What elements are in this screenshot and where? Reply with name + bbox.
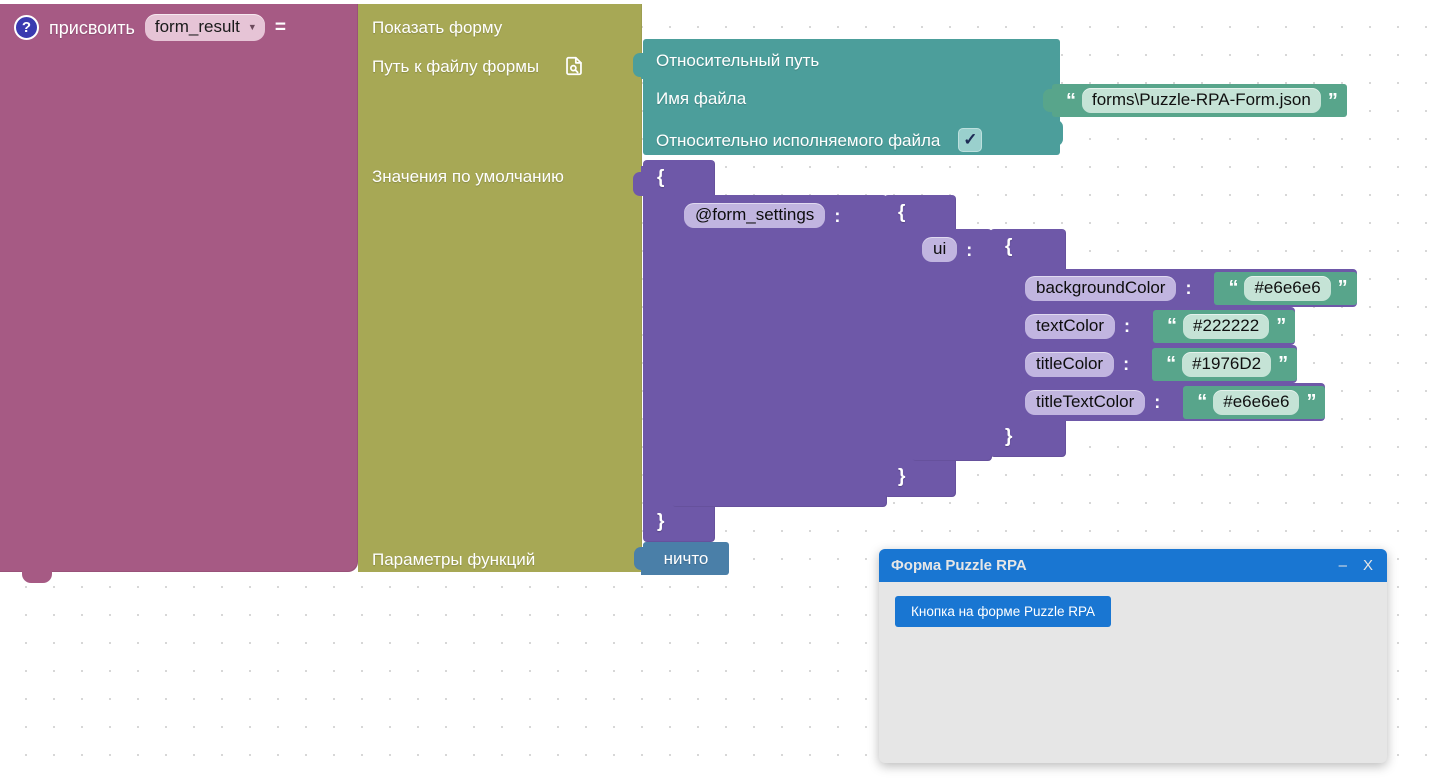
color-row[interactable]: backgroundColor : “ #e6e6e6 ” [1010, 269, 1357, 307]
color-socket [1167, 390, 1179, 414]
ui-key[interactable]: ui [922, 237, 958, 262]
dict-level1-plug [633, 172, 644, 196]
form-settings-key[interactable]: @form_settings [684, 203, 826, 228]
nothing-label: ничто [663, 549, 709, 568]
quote-open-icon: “ [1167, 315, 1177, 337]
window-title: Форма Puzzle RPA [891, 557, 1027, 574]
form-settings-pair: @form_settings : [684, 203, 859, 228]
color-row[interactable]: textColor : “ #222222 ” [1010, 307, 1296, 345]
color-value[interactable]: #e6e6e6 [1213, 389, 1300, 415]
file-name-string-block[interactable]: “ forms\Puzzle-RPA-Form.json ” [1043, 84, 1347, 117]
color-value[interactable]: #e6e6e6 [1244, 275, 1331, 301]
color-string-block[interactable]: “ #e6e6e6 ” [1183, 385, 1326, 419]
color-key[interactable]: titleTextColor [1025, 389, 1146, 415]
brace-close-2: } [898, 466, 906, 487]
color-row-plug [1010, 352, 1020, 375]
form-params-label: Параметры функций [372, 550, 536, 569]
color-row-plug [1010, 276, 1020, 299]
ui-pair: ui : [922, 237, 991, 262]
show-form-title: Показать форму [372, 18, 503, 37]
help-icon[interactable]: ? [14, 15, 39, 40]
color-key[interactable]: textColor [1025, 313, 1116, 339]
quote-close-icon: ” [1327, 89, 1338, 112]
file-name-socket [1051, 120, 1063, 146]
ui-socket [979, 237, 991, 262]
brace-open-2: { [898, 202, 906, 223]
show-form-block[interactable]: Показать форму Путь к файлу формы Значен… [358, 4, 654, 575]
assign-header-row: ? присвоить form_result ▼ = [14, 14, 286, 41]
chevron-down-icon[interactable]: ▼ [247, 22, 257, 32]
check-icon: ✓ [963, 130, 978, 149]
puzzle-rpa-form-button[interactable]: Кнопка на форме Puzzle RPA [895, 596, 1112, 627]
form-path-label: Путь к файлу формы [372, 56, 540, 76]
form-settings-socket [847, 203, 859, 228]
color-value[interactable]: #222222 [1183, 313, 1270, 339]
colon-color: : [1154, 392, 1161, 412]
ui-color-entries: backgroundColor : “ #e6e6e6 ” textColor … [1010, 269, 1357, 421]
relative-to-exe-label: Относительно исполняемого файла [656, 130, 941, 150]
form-settings-entry[interactable]: @form_settings : [672, 195, 887, 507]
string-block-plug [1043, 89, 1053, 112]
quote-close-icon: ” [1278, 353, 1288, 375]
window-body: Кнопка на форме Puzzle RPA [879, 582, 1387, 627]
file-search-icon[interactable] [563, 55, 585, 77]
variable-name: form_result [154, 17, 240, 36]
color-string-block[interactable]: “ #1976D2 ” [1152, 347, 1298, 381]
assign-block[interactable]: ? присвоить form_result ▼ = [0, 4, 358, 583]
colon-1: : [834, 205, 841, 226]
equals-sign: = [274, 16, 286, 38]
nothing-block-plug [634, 547, 644, 570]
quote-open-icon: “ [1228, 277, 1238, 299]
brace-open-1: { [657, 167, 665, 188]
color-row[interactable]: titleTextColor : “ #e6e6e6 ” [1010, 383, 1326, 421]
file-name-value[interactable]: forms\Puzzle-RPA-Form.json [1082, 88, 1321, 113]
relative-path-label: Относительный путь [656, 51, 820, 70]
color-row-plug [1010, 314, 1020, 337]
quote-open-icon: “ [1197, 391, 1207, 413]
puzzle-rpa-form-window[interactable]: Форма Puzzle RPA – X Кнопка на форме Puz… [879, 549, 1387, 763]
relative-to-exe-checkbox[interactable]: ✓ [958, 128, 983, 152]
window-controls: – X [1339, 557, 1373, 574]
brace-close-1: } [657, 511, 665, 532]
form-path-row: Путь к файлу формы [372, 55, 627, 77]
file-name-row: Имя файла [656, 90, 746, 107]
brace-close-3: } [1005, 426, 1013, 447]
color-string-block[interactable]: “ #222222 ” [1153, 309, 1296, 343]
relative-to-exe-row: Относительно исполняемого файла ✓ [656, 128, 983, 152]
color-row-plug [1010, 390, 1020, 413]
colon-color: : [1185, 278, 1192, 298]
quote-close-icon: ” [1276, 315, 1286, 337]
assign-keyword-label: присвоить [49, 17, 135, 38]
nothing-block[interactable]: ничто [634, 542, 729, 575]
colon-color: : [1124, 316, 1131, 336]
file-name-label: Имя файла [656, 89, 747, 108]
color-socket [1136, 352, 1148, 376]
variable-dropdown[interactable]: form_result ▼ [144, 14, 265, 41]
quote-close-icon: ” [1306, 391, 1316, 413]
close-icon[interactable]: X [1362, 557, 1373, 574]
window-titlebar[interactable]: Форма Puzzle RPA – X [879, 549, 1387, 582]
path-block-plug [633, 53, 644, 77]
color-row[interactable]: titleColor : “ #1976D2 ” [1010, 345, 1298, 383]
quote-close-icon: ” [1337, 277, 1348, 299]
color-key[interactable]: backgroundColor [1025, 275, 1177, 301]
quote-open-icon: “ [1066, 89, 1076, 112]
brace-open-3: { [1005, 236, 1013, 257]
color-key[interactable]: titleColor [1025, 351, 1115, 377]
ui-entry[interactable]: ui : [912, 229, 992, 461]
relative-path-block[interactable]: Относительный путь Имя файла Относительн… [633, 39, 1063, 155]
color-socket [1137, 314, 1149, 338]
quote-open-icon: “ [1166, 353, 1176, 375]
color-value[interactable]: #1976D2 [1182, 351, 1272, 377]
color-string-block[interactable]: “ #e6e6e6 ” [1214, 271, 1357, 305]
colon-2: : [966, 239, 973, 260]
colon-color: : [1123, 354, 1130, 374]
relative-path-row: Относительный путь [656, 52, 819, 69]
color-socket [1198, 276, 1210, 300]
minimize-icon[interactable]: – [1338, 557, 1347, 574]
form-defaults-label: Значения по умолчанию [372, 167, 564, 186]
